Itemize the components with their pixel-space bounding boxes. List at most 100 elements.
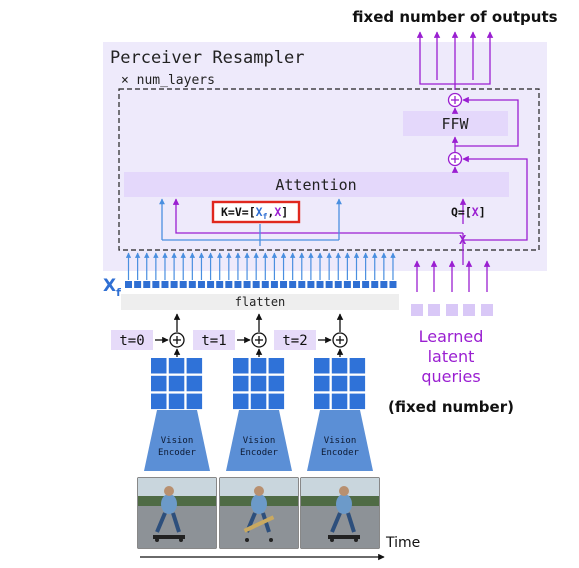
- learned-query-group: [411, 260, 493, 316]
- xf-token: [125, 281, 132, 288]
- output-arrows: [416, 31, 494, 90]
- video-frame: [300, 477, 380, 549]
- vision-encoder-label: Encoder: [158, 448, 197, 458]
- layer-dashed-box: [118, 88, 540, 251]
- xf-token: [170, 281, 178, 288]
- timestep-columns: t=0VisionEncodert=1VisionEncodert=2Visio…: [111, 313, 380, 549]
- latent-query-box: [481, 304, 493, 316]
- xf-token: [252, 281, 260, 288]
- feature-grid-cell: [250, 375, 267, 392]
- learned-queries-line-3: queries: [421, 367, 480, 386]
- xf-token-arrows: [125, 252, 396, 280]
- xf-token: [216, 281, 224, 288]
- fixed-number-label: (fixed number): [388, 398, 514, 416]
- xf-token: [161, 281, 169, 288]
- learned-queries-line-1: Learned: [419, 327, 484, 346]
- plus-node-top: [447, 92, 463, 108]
- xf-token: [179, 281, 187, 288]
- feature-grid-cell: [314, 358, 330, 374]
- xf-token: [270, 281, 278, 288]
- xf-token: [289, 281, 297, 288]
- vision-encoder: [307, 410, 373, 471]
- feature-grid-cell: [186, 358, 203, 374]
- feature-grid-cell: [233, 358, 249, 374]
- vision-encoder-label: Encoder: [240, 448, 279, 458]
- ffw-label: FFW: [441, 115, 469, 133]
- feature-grid-cell: [186, 393, 203, 410]
- attention-label: Attention: [275, 176, 356, 194]
- video-frame: [219, 477, 299, 549]
- q-label: Q=[X]: [451, 205, 486, 219]
- xf-token: [152, 281, 160, 288]
- latent-query-box: [428, 304, 440, 316]
- latent-query-box: [411, 304, 423, 316]
- flatten-box: [121, 294, 399, 310]
- plus-node-middle: [447, 151, 463, 167]
- xf-token-row: [125, 281, 397, 288]
- latent-query-box: [446, 304, 458, 316]
- feature-grid-cell: [233, 393, 249, 410]
- xf-token: [280, 281, 288, 288]
- feature-grid-cell: [349, 393, 366, 410]
- feature-grid-cell: [168, 375, 185, 392]
- xf-token: [334, 281, 342, 288]
- feature-grid-cell: [314, 393, 330, 410]
- learned-queries-line-2: latent: [428, 347, 475, 366]
- vision-encoder-label: Vision: [161, 436, 194, 446]
- xf-token: [261, 281, 269, 288]
- vision-encoder: [144, 410, 210, 471]
- xf-token: [316, 281, 324, 288]
- feature-grid-cell: [314, 375, 330, 392]
- num-layers-label: × num_layers: [121, 73, 215, 88]
- resampler-title: Perceiver Resampler: [110, 48, 304, 68]
- feature-grid-cell: [151, 358, 167, 374]
- feature-grid-cell: [331, 375, 348, 392]
- kv-label: K=V=[Xf,X]: [221, 205, 288, 221]
- feature-grid-cell: [151, 393, 167, 410]
- outputs-title: fixed number of outputs: [352, 8, 557, 26]
- xf-token: [362, 281, 370, 288]
- xf-token: [298, 281, 306, 288]
- video-frame: [137, 477, 217, 549]
- xf-token: [197, 281, 205, 288]
- xf-token: [243, 281, 251, 288]
- feature-grid-cell: [349, 375, 366, 392]
- feature-grid-cell: [250, 358, 267, 374]
- feature-grid-cell: [349, 358, 366, 374]
- flatten-label: flatten: [235, 295, 286, 309]
- xf-token: [143, 281, 151, 288]
- timestep-label-box: [274, 330, 316, 350]
- attention-box: [124, 172, 509, 197]
- timestep-label-box: [111, 330, 153, 350]
- vision-encoder-label: Vision: [324, 436, 357, 446]
- timestep-label: t=2: [282, 333, 307, 349]
- ffw-box: [403, 111, 508, 136]
- feature-grid-cell: [331, 393, 348, 410]
- xf-token: [234, 281, 242, 288]
- feature-grid-cell: [250, 393, 267, 410]
- latent-query-box: [463, 304, 475, 316]
- xf-token: [307, 281, 315, 288]
- timestep-label: t=0: [119, 333, 144, 349]
- vision-encoder-label: Encoder: [321, 448, 360, 458]
- feature-grid-cell: [168, 358, 185, 374]
- feature-grid-cell: [151, 375, 167, 392]
- feature-grid-cell: [268, 375, 285, 392]
- feature-grid-cell: [186, 375, 203, 392]
- x-label: X: [459, 233, 467, 247]
- vision-encoder-label: Vision: [243, 436, 276, 446]
- timestep-label: t=1: [201, 333, 226, 349]
- kv-blue-connectors: [159, 198, 342, 246]
- vision-encoder: [226, 410, 292, 471]
- kv-label-box: [211, 200, 301, 224]
- xf-token: [207, 281, 215, 288]
- xf-label: Xf: [103, 276, 121, 299]
- residual-connections: [172, 96, 528, 265]
- feature-grid-cell: [268, 393, 285, 410]
- feature-grid-cell: [233, 375, 249, 392]
- xf-token: [389, 281, 397, 288]
- xf-token: [353, 281, 360, 288]
- xf-token: [371, 281, 379, 288]
